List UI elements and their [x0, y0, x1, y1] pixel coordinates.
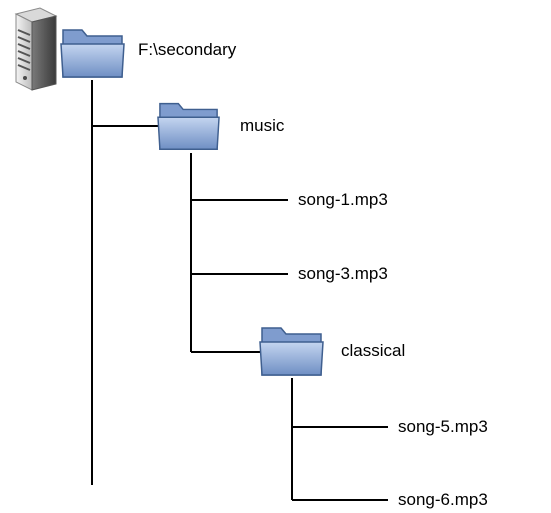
file-label-song-3[interactable]: song-3.mp3	[298, 264, 388, 283]
drive-server-icon[interactable]	[10, 6, 58, 92]
root-folder-icon[interactable]	[60, 22, 126, 80]
folder-label-classical[interactable]: classical	[341, 341, 406, 360]
file-label-song-6[interactable]: song-6.mp3	[398, 490, 488, 509]
classical-folder-icon[interactable]	[259, 320, 325, 378]
music-folder-icon[interactable]	[157, 95, 221, 153]
file-label-song-5[interactable]: song-5.mp3	[398, 417, 488, 436]
file-label-song-1[interactable]: song-1.mp3	[298, 190, 388, 209]
folder-label-music[interactable]: music	[240, 116, 285, 135]
root-drive-label[interactable]: F:\secondary	[138, 40, 237, 59]
